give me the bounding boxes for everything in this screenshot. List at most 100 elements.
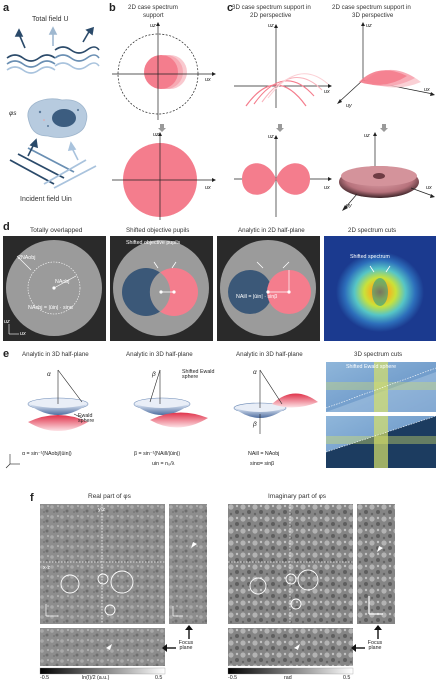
e-eq-alpha: α = sin⁻¹(NAobj/|ūin|) [22,451,72,457]
e-shifted-ewald-sphere-label: Shifted Ewald sphere [346,364,397,370]
b-uz-label-top: uz [150,23,156,29]
f-title-imag: Imaginary part of φs [268,493,327,500]
e-title-4: 3D spectrum cuts [354,351,403,358]
d-analytic-half-plane [217,236,320,341]
incident-waves-illustration [9,138,97,189]
e-ewald-sphere-3 [233,369,318,434]
c-uz-label-4: uz [364,133,370,139]
2d-support-3d-perspective [337,22,435,104]
c-uz-label-3: uz [268,134,274,140]
e-eq-na: NAill = NAobj [248,451,280,457]
panel-b-title-2: support [143,12,164,19]
f-colorbar-2 [227,667,354,675]
f-focus-arrow-2 [374,625,382,639]
d-uz-label: uz [4,319,10,325]
phi-s-label: φs [9,110,17,117]
f-focus-plane-label-1: Focus plane [178,640,194,652]
f-cbar2-min: -0.5 [228,675,238,681]
e-alpha-label-3: α [253,369,257,376]
e-title-3: Analytic in 3D half-plane [236,351,303,358]
cell-sample-illustration [27,98,88,138]
e-ewald-sphere-1 [27,369,89,431]
f-real-xy-image [40,504,165,624]
f-imag-yz-image [357,504,395,624]
2d-spectrum-support-top [112,22,216,120]
total-field-label: Total field U [32,16,69,23]
f-real-xz-image [40,628,165,666]
d-title-3: Analytic in 2D half-plane [238,227,305,234]
c-ux-label-4: ux [426,185,432,191]
c-ux-label-1: ux [324,89,330,95]
e-title-2: Analytic in 3D half-plane [126,351,193,358]
torus-3d-support [339,132,435,211]
d-shifted-spectrum-label: Shifted spectrum [350,254,390,260]
e-ewald-sphere-2 [133,369,208,428]
e-beta-label: β [152,371,156,378]
d-title-2: Shifted objective pupils [126,227,190,234]
d-eq2-label: NAill = |ūin| · sinβ [236,294,278,300]
c-uz-label-2: uz [366,23,372,29]
down-arrow-icon-c1 [276,124,284,132]
panel-label-b: b [109,2,116,14]
scattered-waves-illustration [6,26,100,74]
panel-c-title-1a: 3D case spectrum support in [232,4,311,11]
d-title-4: 2D spectrum cuts [348,227,397,234]
d-title-1: Totally overlapped [30,227,83,234]
d-shifted-pupils [110,236,213,341]
panel-c-title-2b: 3D perspective [352,12,394,19]
panel-label-a: a [3,2,10,14]
c-uy-label-4: uy [346,203,352,209]
d-spectrum-cut [324,236,436,341]
e-title-1: Analytic in 3D half-plane [22,351,89,358]
c-ux-label-2: ux [424,87,430,93]
f-cbar2-max: 0.5 [343,675,351,681]
b-ux-label-top: ux [205,77,211,83]
c-ux-label-3: ux [324,185,330,191]
f-focus-arrow-1b [162,644,176,652]
e-shifted-ewald-label: Shifted Ewald sphere [182,369,215,381]
f-cbar1-min: -0.5 [40,675,50,681]
panel-label-e: e [3,348,10,360]
f-title-real: Real part of φs [88,493,131,500]
down-arrow-icon [158,124,166,132]
f-real-yz-image [169,504,207,624]
d-na-label: NAobj [55,279,70,285]
panel-label-d: d [3,221,10,233]
d-ux-label: ux [20,331,26,337]
f-cbar1-max: 0.5 [155,675,163,681]
panel-label-c: c [227,2,234,14]
e-alpha-label-1: α [47,371,51,378]
c-uy-label-2: uy [346,103,352,109]
e-eq-sin: sinα= sinβ [250,461,275,467]
b-ux-label-bottom: ux [205,185,211,191]
e-eq-uin: uin = n₀/λ [152,461,175,467]
d-2na-label: 2NAobj [18,255,36,261]
f-yz-label-1: y-z [98,507,106,513]
3d-support-2d-perspective-bottom [234,135,332,217]
f-imag-xy-image [228,504,353,624]
e-3d-spectrum-cuts [325,362,437,468]
2d-spectrum-support-bottom [112,132,216,220]
f-cbar2-label: rad [284,675,292,681]
down-arrow-icon-c2 [380,124,388,132]
f-cbar1-label: ln(I)/2 (a.u.) [82,675,110,681]
e-axes-icon [5,454,20,469]
f-focus-arrow-2b [351,644,365,652]
d-totally-overlapped [3,236,106,341]
d-eq1-label: NAobj = |ūin| · sinα [28,305,73,311]
panel-label-f: f [30,492,34,504]
d-shifted-pupils-label: Shifted objective pupils [126,240,181,246]
panel-c-title-2a: 2D case spectrum support in [332,4,411,11]
b-uz-label-bottom: uz [153,132,159,138]
f-focus-plane-label-2: Focus plane [367,640,383,652]
f-colorbar-1 [39,667,166,675]
3d-support-2d-perspective [234,24,332,108]
panel-b-title-1: 2D case spectrum [128,4,178,11]
panel-c-title-1b: 2D perspective [250,12,292,19]
f-focus-arrow-1 [185,625,193,639]
e-eq-beta: β = sin⁻¹(NAill/|ūin|) [134,451,181,457]
f-imag-xz-image [228,628,353,666]
incident-field-label: Incident field Uin [20,196,72,203]
f-xz-label-1: x-z [43,565,51,571]
e-beta-label-3: β [253,421,257,428]
